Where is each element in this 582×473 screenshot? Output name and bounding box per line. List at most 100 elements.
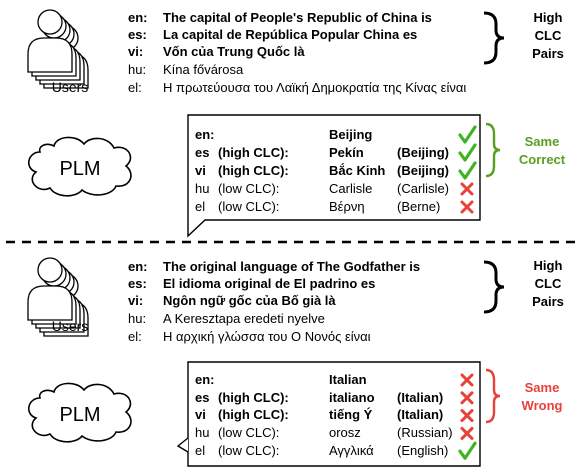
answer-clc: (low CLC): <box>218 443 279 458</box>
plm-label: PLM <box>59 158 100 180</box>
answer-value: Beijing <box>329 127 372 142</box>
cross-icon <box>460 373 474 387</box>
answer-bubble <box>187 114 481 238</box>
brace-label: High <box>534 258 563 273</box>
answer-bubble <box>187 361 481 467</box>
prompt-text: Ngôn ngữ gốc của Bố già là <box>163 293 336 308</box>
answer-gloss: (Beijing) <box>397 163 449 178</box>
prompt-lang: vi: <box>128 44 143 59</box>
users-icon <box>27 9 89 89</box>
prompt-lang: el: <box>128 80 142 95</box>
users-label: Users <box>52 79 89 95</box>
brace-label: CLC <box>535 276 562 291</box>
answer-clc: (high CLC): <box>218 145 289 160</box>
prompt-lang: el: <box>128 329 142 344</box>
top-panel: Users en: The capital of People's Republ… <box>27 9 566 238</box>
answer-lang: el <box>195 199 205 214</box>
answer-list: en: Beijing es (high CLC): Pekín (Beijin… <box>195 127 449 214</box>
curly-brace <box>483 11 505 65</box>
answer-value: Pekín <box>329 145 364 160</box>
prompt-lang: en: <box>128 259 148 274</box>
brace-label: Pairs <box>532 294 564 309</box>
result-bracket <box>485 122 501 178</box>
answer-value: Αγγλικά <box>329 443 374 458</box>
cross-icon <box>460 426 474 440</box>
users-icon <box>27 257 89 337</box>
prompt-text: The capital of People's Republic of Chin… <box>163 10 432 25</box>
result-label: Same <box>525 380 560 395</box>
answer-value: Bắc Kinh <box>329 163 385 178</box>
user-silhouette <box>27 257 73 321</box>
prompt-text: The original language of The Godfather i… <box>163 259 420 274</box>
answer-gloss: (Beijing) <box>397 145 449 160</box>
prompt-text: El idioma original de El padrino es <box>163 276 375 291</box>
answer-value: italiano <box>329 390 375 405</box>
prompt-text: Vốn của Trung Quốc là <box>163 44 305 59</box>
prompt-lang: vi: <box>128 293 143 308</box>
answer-gloss: (Italian) <box>397 390 443 405</box>
plm-cloud <box>28 382 132 443</box>
answer-lang: hu <box>195 181 209 196</box>
answer-lang: es <box>195 145 209 160</box>
answer-lang: hu <box>195 425 209 440</box>
answer-lang: el <box>195 443 205 458</box>
prompt-lang: hu: <box>128 311 146 326</box>
result-label: Wrong <box>522 398 563 413</box>
prompt-text: Η αρχική γλώσσα του Ο Νονός είναι <box>163 329 371 344</box>
answer-value: tiếng Ý <box>329 407 373 422</box>
answer-list: en: Italian es (high CLC): italiano (Ita… <box>195 372 453 458</box>
prompt-text: La capital de República Popular China es <box>163 27 417 42</box>
answer-lang: en: <box>195 372 215 387</box>
answer-clc: (low CLC): <box>218 425 279 440</box>
brace-label: High <box>534 10 563 25</box>
users-label: Users <box>52 318 89 334</box>
brace-label: Pairs <box>532 46 564 61</box>
answer-gloss: (Russian) <box>397 425 453 440</box>
user-silhouette <box>27 9 73 73</box>
answer-lang: vi <box>195 407 206 422</box>
answer-value: Βέρνη <box>329 199 365 214</box>
answer-value: orosz <box>329 425 361 440</box>
prompt-text: Η πρωτεύουσα του Λαϊκή Δημοκρατία της Κί… <box>163 80 466 95</box>
plm-label: PLM <box>59 404 100 426</box>
prompt-lang: es: <box>128 276 147 291</box>
prompt-lang: es: <box>128 27 147 42</box>
curly-brace <box>483 260 505 314</box>
plm-cloud <box>28 136 132 197</box>
result-bracket <box>485 368 501 424</box>
bottom-panel: Users en: The original language of The G… <box>27 257 564 467</box>
check-icon <box>458 161 477 180</box>
answer-gloss: (Carlisle) <box>397 181 449 196</box>
answer-gloss: (Italian) <box>397 407 443 422</box>
prompt-text: A Keresztapa eredeti nyelve <box>163 311 325 326</box>
answer-lang: es <box>195 390 209 405</box>
prompt-list: en: The original language of The Godfath… <box>128 259 420 344</box>
prompt-lang: hu: <box>128 62 146 77</box>
result-label: Correct <box>519 152 566 167</box>
brace-label: CLC <box>535 28 562 43</box>
answer-lang: en: <box>195 127 215 142</box>
prompt-lang: en: <box>128 10 148 25</box>
answer-gloss: (Berne) <box>397 199 440 214</box>
answer-gloss: (English) <box>397 443 448 458</box>
answer-value: Italian <box>329 372 367 387</box>
answer-clc: (high CLC): <box>218 163 289 178</box>
answer-lang: vi <box>195 163 206 178</box>
cross-icon <box>460 182 474 196</box>
answer-clc: (high CLC): <box>218 390 289 405</box>
answer-clc: (low CLC): <box>218 199 279 214</box>
check-icon <box>458 125 477 144</box>
answer-value: Carlisle <box>329 181 372 196</box>
cross-icon <box>460 200 474 214</box>
bubble-tail <box>176 437 189 453</box>
prompt-text: Kína fővárosa <box>163 62 244 77</box>
answer-clc: (low CLC): <box>218 181 279 196</box>
cross-icon <box>460 391 474 405</box>
check-icon <box>458 441 477 460</box>
cross-icon <box>460 409 474 423</box>
check-icon <box>458 143 477 162</box>
prompt-list: en: The capital of People's Republic of … <box>128 10 466 95</box>
mark-column <box>458 125 477 214</box>
answer-clc: (high CLC): <box>218 407 289 422</box>
